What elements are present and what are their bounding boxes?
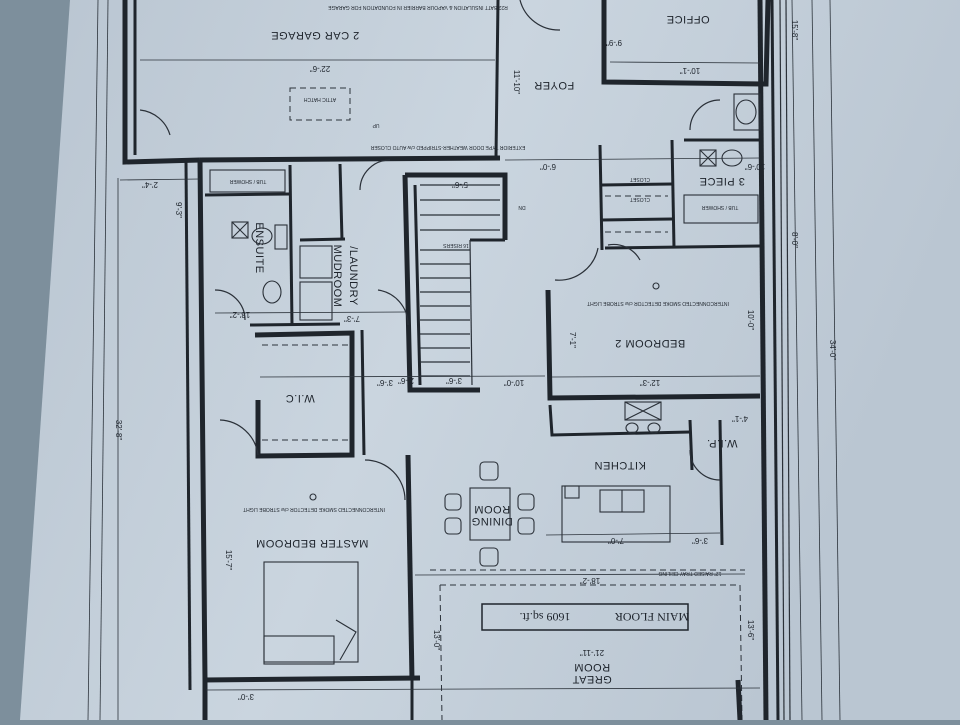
dim-13-2: 13'-2" [230,310,251,319]
three-piece-tub [683,194,759,224]
border-dimension-lines [87,0,841,721]
paper-sheet [20,0,960,720]
dining-table [469,487,511,541]
note-closet-2: CLOSET [630,196,650,202]
dimension-labels: 22'-6" 11'-10" 10'-1" 10'-6" 6'-0" 9'-9"… [114,20,837,701]
dim-3-6b: 3'-6" [377,378,393,387]
dim-9-9: 9'-9" [606,38,622,47]
fixtures [209,87,761,665]
note-stairs: 16 RISERS [443,242,469,248]
ensuite-tub [209,169,286,193]
room-labels: 2 CAR GARAGE OFFICE FOYER ENSUITE MUDROO… [253,13,745,685]
attic-hatch [289,87,351,121]
dim-garage-width: 22'-6" [310,64,331,73]
note-smoke-1: INTERCONNECTED SMOKE DETECTOR c/w STROBE… [243,506,385,512]
dim-3-0: 3'-0" [238,692,254,701]
note-tub-2: TUB / SHOWER [701,204,738,210]
dim-18-2: 18'-2" [580,576,601,585]
dim-foyer-depth: 11'-10" [512,70,521,94]
room-three-piece: 3 PIECE [699,175,745,187]
room-garage: 2 CAR GARAGE [271,29,360,41]
note-door: EXTERIOR TYPE DOOR WEATHER-STRIPPED c/w … [370,144,525,150]
dim-2-6: 2'-6" [398,376,414,385]
dim-15-7: 15'-7" [224,550,233,571]
dim-34-0: 34'-0" [828,340,837,361]
toilet [251,227,273,245]
note-dn: DN [518,204,526,210]
plan-title-box: MAIN FLOOR 1609 sq.ft. [481,603,689,631]
plan-notes: ATTIC HATCH UP DN CLOSET CLOSET TUB / SH… [229,4,738,576]
dim-2-4: 2'-4" [142,180,158,189]
note-tub-1: TUB / SHOWER [229,178,266,184]
room-kitchen: KITCHEN [594,459,646,471]
dim-8-0: 8'-0" [790,232,799,248]
room-wip: W.I.P. [707,437,738,449]
dim-13-6: 13'-6" [746,620,755,641]
room-foyer: FOYER [534,79,574,91]
dim-6-0: 6'-0" [540,162,556,171]
room-ensuite: ENSUITE [253,222,265,273]
room-dining-1: DINING [471,515,513,527]
dim-5-6: 5'-6" [452,180,468,189]
interior-dimension-lines [117,59,761,720]
room-mudroom-1: MUDROOM [331,245,343,308]
note-attic-hatch: ATTIC HATCH [303,96,336,102]
sink [262,280,282,304]
plan-title: MAIN FLOOR [615,610,689,624]
note-up: UP [372,122,380,128]
room-bedroom2: BEDROOM 2 [615,337,686,349]
kitchen-range [624,401,662,421]
note-tray-ceiling: 12" RAISED TRAY CEILING [658,570,721,576]
dim-3-6c: 3'-6" [692,536,708,545]
plan-area: 1609 sq.ft. [520,610,571,624]
kitchen-island [561,485,671,543]
dim-7-1: 7'-1" [568,332,577,348]
room-dining-2: ROOM [474,503,510,515]
room-great-2: ROOM [574,661,610,673]
dim-7-0: 7'-0" [608,536,624,545]
dim-21-11: 21'-11" [580,648,604,657]
room-mudroom-2: /LAUNDRY [347,246,359,306]
master-bed [263,561,359,663]
dim-3-6: 3'-6" [446,376,462,385]
room-great-1: GREAT [572,673,612,685]
note-garage: R22 BATT INSULATION & VAPOUR BARRIER IN … [328,4,508,10]
dim-4-1: 4'-1" [732,414,748,423]
dim-10-0b: 10'-0" [746,310,755,331]
dim-10-0: 10'-0" [504,378,525,387]
doors [139,0,721,501]
note-smoke-2: INTERCONNECTED SMOKE DETECTOR c/w STROBE… [587,300,729,306]
room-master: MASTER BEDROOM [256,537,369,549]
dim-15-8: 15'-8" [790,20,799,41]
note-closet-1: CLOSET [630,176,650,182]
walls [122,0,780,721]
dim-7-3: 7'-3" [344,314,360,323]
dim-32-8: 32'-8" [114,420,123,441]
room-wic: W.I.C [285,392,314,404]
room-office: OFFICE [666,13,709,25]
dim-office-width: 10'-1" [680,66,701,75]
dim-10-6: 10'-6" [745,162,766,171]
dim-12-3: 12'-3" [640,378,661,387]
dim-9-3: 9'-3" [174,202,183,218]
dim-13-0: 13'-0" [432,630,441,651]
